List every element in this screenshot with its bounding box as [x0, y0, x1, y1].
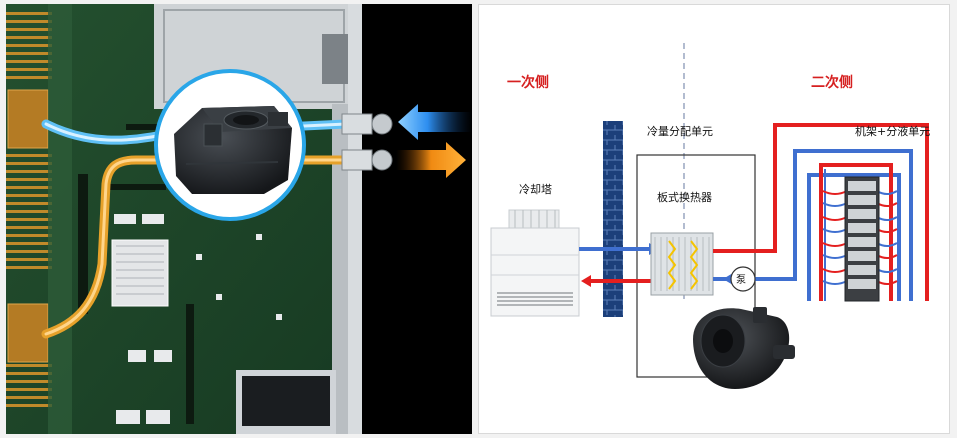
server-rack-icon: [845, 177, 879, 301]
pump-label: 泵: [736, 274, 746, 286]
pump-icon: [693, 307, 795, 389]
plate-heat-exchanger-icon: [651, 233, 713, 295]
cooling-schematic: 一次侧 二次侧 冷量分配单元 板式换热器 冷却塔: [478, 4, 950, 434]
cold-plate-module-icon: [156, 71, 304, 219]
cooling-loop-diagram: 一次侧 二次侧 冷量分配单元 板式换热器 冷却塔: [479, 5, 949, 433]
brick-wall: [603, 121, 623, 317]
server-board-illustration: [6, 4, 472, 434]
cdu-label: 冷量分配单元: [647, 125, 713, 138]
secondary-side-title: 二次侧: [811, 74, 853, 91]
cooling-tower-icon: [491, 210, 579, 316]
server-board-photo: [6, 4, 472, 434]
cooling-tower-label: 冷却塔: [519, 183, 552, 196]
heatsink: [112, 240, 168, 306]
rack-label: 机架+分液单元: [855, 124, 930, 138]
primary-side-title: 一次侧: [507, 74, 549, 91]
heat-exchanger-label: 板式换热器: [657, 190, 712, 204]
hot-outflow-arrow-icon: [396, 142, 466, 178]
cold-inflow-arrow-icon: [398, 104, 472, 140]
cpu-cold-plate-top: [8, 90, 48, 148]
